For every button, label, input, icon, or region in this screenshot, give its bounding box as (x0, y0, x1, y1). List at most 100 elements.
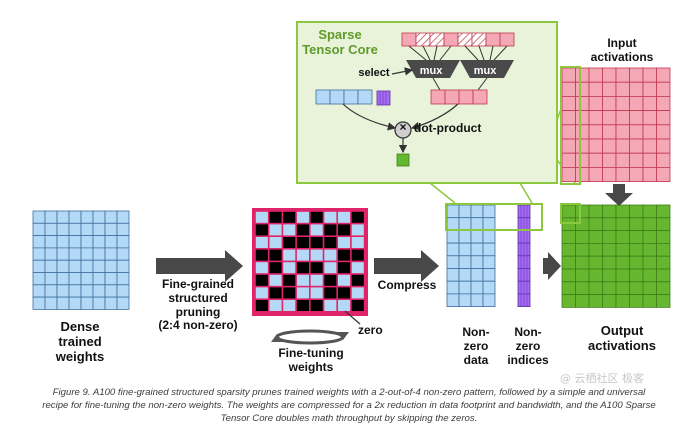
input-activation-cell (602, 152, 617, 168)
dense-weight-cell (32, 247, 46, 261)
input-activation-cell (561, 124, 576, 140)
output-activation-cell (629, 268, 644, 283)
sparse-core-internals (315, 32, 515, 167)
nonzero-weight-cell (283, 262, 296, 274)
output-activation-cell (615, 217, 630, 232)
output-activation-cell (602, 230, 617, 244)
weight-input-cell (329, 89, 345, 105)
nonzero-data-cell (446, 268, 460, 282)
input-activation-cell (656, 166, 671, 182)
dense-weight-cell (92, 272, 106, 286)
weight-input-cell (357, 89, 373, 105)
watermark: @ 云栖社区 极客 (560, 372, 644, 385)
output-activation-cell (656, 230, 671, 244)
dense-weight-cell (68, 284, 82, 298)
dense-weight-cell (44, 259, 58, 273)
zero-weight-cell (255, 249, 268, 261)
input-activation-cell (575, 152, 590, 168)
nonzero-weight-cell (338, 300, 351, 311)
dense-weight-cell (44, 247, 58, 261)
input-activation-cell (615, 67, 630, 83)
fine-tuning-loop-icon (271, 329, 349, 345)
nonzero-indices-grid (517, 204, 531, 307)
dense-weight-cell (80, 222, 94, 237)
nonzero-data-cell (458, 280, 472, 295)
input-activation-cell (588, 138, 603, 154)
nonzero-weight-cell (255, 262, 268, 274)
output-activation-cell (615, 268, 630, 283)
input-activation-cell (575, 124, 590, 140)
zero-weight-cell (269, 262, 282, 274)
output-activation-cell (629, 242, 644, 257)
output-activation-cell (642, 294, 657, 308)
dense-weight-cell (32, 210, 46, 224)
input-activation-cell (615, 166, 630, 182)
zero-weight-cell (296, 237, 309, 248)
output-activation-cell (615, 230, 630, 244)
input-activation-cell (642, 110, 657, 126)
dense-weight-cell (56, 284, 70, 298)
zero-weight-cell (269, 249, 282, 261)
nonzero-weight-cell (351, 262, 364, 274)
output-activation-cell (615, 281, 630, 295)
dense-weight-cell (116, 296, 130, 310)
output-activation-cell (629, 230, 644, 244)
output-activation-cell (575, 255, 590, 270)
output-activation-cell (602, 204, 617, 219)
input-slice-cell (415, 32, 431, 47)
mux-feed-line (478, 45, 485, 61)
dense-weight-cell (116, 272, 130, 286)
nonzero-weight-cell (351, 287, 364, 299)
output-activation-cell (656, 255, 671, 270)
nonzero-data-cell (470, 255, 484, 269)
panel-connector-left (429, 182, 456, 204)
output-activation-cell (602, 268, 617, 283)
input-activation-cell (615, 152, 630, 168)
nonzero-data-cell (458, 204, 472, 219)
output-activation-cell (615, 255, 630, 270)
input-activation-cell (575, 138, 590, 154)
input-activations-grid (561, 67, 671, 182)
output-activation-cell (629, 204, 644, 219)
input-activation-cell (602, 138, 617, 154)
output-activation-cell (561, 268, 576, 283)
nonzero-weight-cell (338, 237, 351, 248)
dense-weight-cell (56, 272, 70, 286)
input-activation-cell (602, 81, 617, 97)
dense-weight-cell (56, 235, 70, 249)
nonzero-weight-cell (324, 249, 337, 261)
dense-weight-cell (44, 296, 58, 310)
nonzero-data-cell (446, 280, 460, 295)
result-cell (396, 153, 410, 167)
output-activation-cell (602, 281, 617, 295)
nonzero-weight-cell (269, 237, 282, 248)
mux-output-line (477, 77, 488, 91)
input-activation-cell (656, 81, 671, 97)
nonzero-data-cell (458, 268, 472, 282)
nonzero-weight-cell (351, 224, 364, 236)
dot-product-label: dot-product (414, 121, 482, 135)
zero-weight-cell (310, 211, 323, 223)
dense-weight-cell (56, 259, 70, 273)
zero-weight-cell (351, 300, 364, 311)
zero-weight-cell (296, 262, 309, 274)
dense-weight-cell (32, 259, 46, 273)
dense-weight-cell (92, 222, 106, 237)
dense-weight-cell (104, 210, 118, 224)
input-activation-cell (561, 138, 576, 154)
nonzero-weight-cell (269, 300, 282, 311)
dense-weight-cell (44, 222, 58, 237)
zero-weight-cell (283, 211, 296, 223)
dense-weights-label: Dense trained weights (55, 319, 105, 364)
nonzero-data-cell (470, 242, 484, 257)
fine-tuning-label: Fine-tuning weights (278, 346, 344, 374)
output-activation-cell (588, 268, 603, 283)
mux-feed-line (408, 45, 427, 61)
input-activation-cell (629, 166, 644, 182)
dense-weight-cell (44, 284, 58, 298)
mux-output-line (432, 77, 441, 91)
dense-weight-cell (116, 284, 130, 298)
output-activation-cell (575, 242, 590, 257)
output-activation-cell (575, 204, 590, 219)
output-activation-cell (561, 217, 576, 232)
